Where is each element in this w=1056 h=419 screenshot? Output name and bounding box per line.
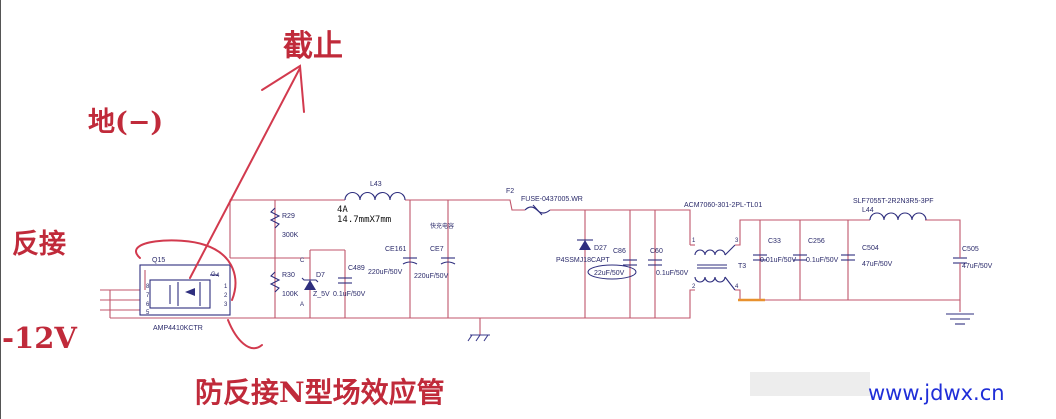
q15-mosfet <box>139 264 231 316</box>
c33-val: 0.01uF/50V <box>760 257 797 264</box>
c504-capacitor <box>841 254 855 261</box>
q15-pin-1: 1 <box>224 284 228 290</box>
ce7-ref: CE7 <box>430 246 444 253</box>
q15-pin-7: 7 <box>146 293 150 299</box>
ce161-val: 220uF/50V <box>368 269 403 276</box>
annotation-arrowhead <box>261 64 305 113</box>
t3-choke <box>694 244 736 291</box>
ce7-val: 220uF/50V <box>414 273 449 280</box>
annotation-voltage: -12V <box>2 321 77 355</box>
t3-pin-1: 1 <box>692 238 696 244</box>
annotation-cutoff: 截止 <box>283 29 343 64</box>
c504-val: 47uF/50V <box>862 261 893 268</box>
annotation-reverse: 反接 <box>12 229 66 260</box>
ce7-label: 快充电容 <box>430 222 454 230</box>
l44-part: SLF7055T-2R2N3R5-3PF <box>853 198 934 205</box>
c256-capacitor <box>793 254 807 261</box>
c505-val: 47uF/50V <box>962 263 993 270</box>
r29-ref: R29 <box>282 213 295 220</box>
annotation-caption: 防反接N型场效应管 <box>195 376 445 409</box>
d7-val: Z_5V <box>313 291 330 298</box>
t3-pin-2: 2 <box>692 284 696 290</box>
ce161-ref: CE161 <box>385 246 407 253</box>
c504-ref: C504 <box>862 245 879 252</box>
c60-ref: C60 <box>650 248 663 255</box>
r29-resistor <box>269 207 281 229</box>
c489-val: 0.1uF/50V <box>333 291 366 298</box>
c60-val: 0.1uF/50V <box>656 270 689 277</box>
q15-pin-3: 3 <box>224 302 228 308</box>
l43-inductor <box>344 192 406 201</box>
c489-capacitor <box>338 277 352 284</box>
annotation-arrow <box>189 67 301 279</box>
d7-ref: D7 <box>316 272 325 279</box>
r30-ref: R30 <box>282 272 295 279</box>
c256-ref: C256 <box>808 238 825 245</box>
c86-capacitor <box>623 259 637 266</box>
d27-ref: D27 <box>594 245 607 252</box>
q15-pin-8: 8 <box>146 284 150 290</box>
q15-pin-2: 2 <box>224 293 228 299</box>
d7-zener <box>301 277 319 290</box>
d27-tvs <box>577 239 593 250</box>
f2-ref: F2 <box>506 188 514 195</box>
c505-ref: C505 <box>962 246 979 253</box>
annotation-loop-top <box>135 239 237 301</box>
q15-gate: G <box>211 272 216 278</box>
c86-val: 22uF/50V <box>594 270 625 277</box>
c60-capacitor <box>648 259 662 266</box>
c256-val: 0.1uF/50V <box>806 257 839 264</box>
annotation-ground: 地(−) <box>88 107 163 138</box>
c489-ref: C489 <box>348 265 365 272</box>
t3-pin-4: 4 <box>735 284 739 290</box>
blurred-watermark-strip <box>750 372 870 396</box>
ce7-capacitor <box>440 257 456 265</box>
q15-part: AMP4410KCTR <box>153 325 203 332</box>
wires <box>100 199 961 335</box>
annotation-loop-bottom <box>227 319 263 350</box>
c33-capacitor <box>753 254 767 261</box>
site-watermark: www.jdwx.cn <box>868 381 1005 405</box>
l44-ref: L44 <box>862 207 874 214</box>
q15-ref: Q15 <box>152 257 165 264</box>
d7-cathode: C <box>300 258 305 264</box>
ce161-capacitor <box>402 257 418 265</box>
t3-ref: T3 <box>738 263 746 270</box>
q15-pin-6: 6 <box>146 302 150 308</box>
earth-symbol <box>946 313 974 325</box>
c86-ref: C86 <box>613 248 626 255</box>
t3-part: ACM7060-301-2PL-TL01 <box>684 202 762 209</box>
d27-part: P4SSMJ18CAPT <box>556 257 610 264</box>
r30-val: 100K <box>282 291 299 298</box>
c505-capacitor <box>953 240 967 280</box>
d7-anode: A <box>300 302 304 308</box>
r29-val: 300K <box>282 232 299 239</box>
c86-highlight-circle <box>587 264 637 280</box>
l44-inductor <box>869 212 927 221</box>
t3-pin-3: 3 <box>735 238 739 244</box>
q15-pin-5: 5 <box>146 310 150 316</box>
l43-size: 14.7mmX7mm <box>337 215 391 225</box>
l43-current: 4A <box>337 205 348 215</box>
ground-symbol <box>467 334 490 342</box>
l43-ref: L43 <box>370 181 382 188</box>
c33-ref: C33 <box>768 238 781 245</box>
f2-fuse <box>524 204 551 216</box>
f2-part: FUSE-0437005.WR <box>521 196 583 203</box>
r30-resistor <box>269 271 281 293</box>
q15-pin-4: 4 <box>216 273 220 279</box>
